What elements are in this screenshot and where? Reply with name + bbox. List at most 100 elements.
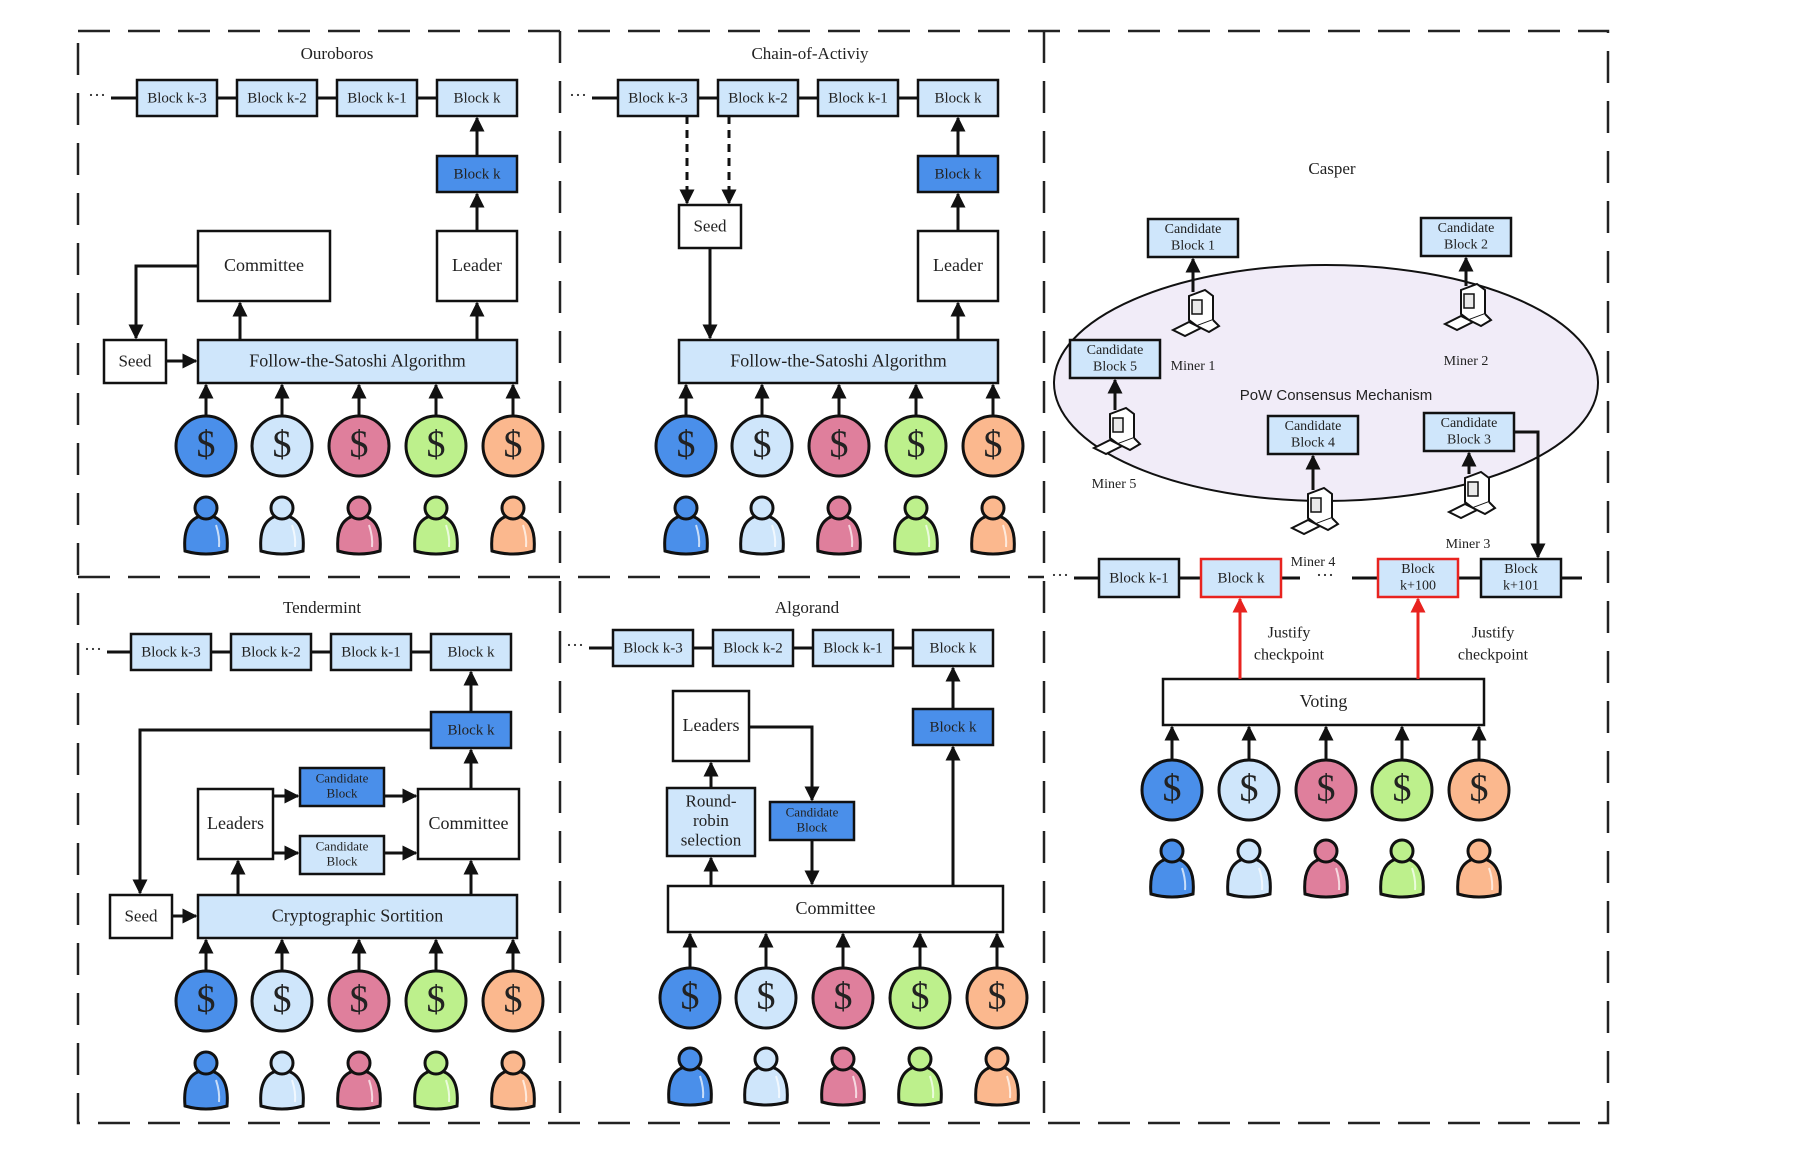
computer-screen <box>1310 497 1322 513</box>
computer-base <box>1472 501 1497 516</box>
chain-block-2: Block k-2 <box>716 78 800 118</box>
chain-block-4-text: Block k <box>453 90 501 106</box>
leader-box-text: Leader <box>933 255 983 275</box>
chain-block-2-text: Block k-2 <box>728 90 788 106</box>
stakeholder-person-icon-1 <box>183 1050 229 1111</box>
dollar-sign: $ <box>830 424 849 466</box>
coin-circle <box>1447 758 1511 822</box>
person-body <box>1379 856 1425 899</box>
seed-box-text: Seed <box>118 351 152 370</box>
seed-box-text: Seed <box>124 906 158 925</box>
stakeholder-person-icon-1 <box>663 495 709 556</box>
stakeholder-person-icon-2 <box>259 495 305 556</box>
person-head <box>749 495 775 521</box>
new-block-k-rect <box>435 154 519 194</box>
coin-circle <box>888 966 952 1030</box>
stakeholder-person-icon-2 <box>1226 838 1272 899</box>
stakeholder-person-icon-4 <box>413 495 459 556</box>
stake-coin-icon-4: $ <box>888 966 952 1030</box>
stakeholder-person-icon-2 <box>259 1050 305 1111</box>
dollar-sign: $ <box>1393 768 1412 810</box>
stakeholder-person-icon-4 <box>413 1050 459 1111</box>
person-body <box>820 1064 866 1107</box>
chain-block-4-text: Block k <box>447 644 495 660</box>
committee-box-rect <box>416 787 521 861</box>
dollar-sign: $ <box>350 424 369 466</box>
algorithm-box-text: Follow-the-Satoshi Algorithm <box>249 351 466 371</box>
candidate-block-1-text: Candidate <box>1165 222 1222 237</box>
chain-block-4-text: Block k <box>929 640 977 656</box>
chain-block-1: Block k-3 <box>129 632 213 672</box>
chain-block-2: Block k-2 <box>229 632 313 672</box>
chain-block-1-text: Block k-3 <box>623 640 683 656</box>
dollar-sign: $ <box>984 424 1003 466</box>
stakeholder-person-icon-5 <box>970 495 1016 556</box>
candidate-block-2-text: Block 2 <box>1444 237 1488 252</box>
stake-coin-icon-5: $ <box>481 414 545 478</box>
person-head <box>984 1046 1010 1072</box>
person-highlight <box>1181 867 1187 891</box>
leaders-box: Leaders <box>196 787 275 861</box>
committee-box: Committee <box>416 787 521 861</box>
chain-block-1-text: Block k-3 <box>147 90 207 106</box>
chain-block-4-rect <box>916 78 1000 118</box>
stakeholder-person-icon-5 <box>490 495 536 556</box>
new-block-k-text: Block k <box>453 166 501 182</box>
person-highlight <box>291 524 297 548</box>
dollar-sign: $ <box>681 976 700 1018</box>
chain-block-4: Block k <box>916 78 1000 118</box>
chain-block-2-text: Block k-2 <box>247 90 307 106</box>
dollar-sign: $ <box>907 424 926 466</box>
new-block-k-rect <box>916 154 1000 194</box>
computer-base <box>1315 517 1340 532</box>
chain-block-2-text: Block k-2 <box>723 640 783 656</box>
seed-box: Seed <box>108 893 174 940</box>
algorithm-box: Cryptographic Sortition <box>196 893 519 940</box>
stakeholder-person-icon-5 <box>974 1046 1020 1107</box>
leaders-box-text: Leaders <box>207 813 264 833</box>
chain-block-1-text: Block k-3 <box>141 644 201 660</box>
seed-box: Seed <box>102 338 168 385</box>
seed-box-text: Seed <box>693 216 727 235</box>
chain-block-2-rect <box>229 632 313 672</box>
round-robin-box-text: selection <box>681 830 742 849</box>
leaders-box: Leaders <box>671 689 751 763</box>
coin-circle <box>1294 758 1358 822</box>
candidate-block-rect <box>768 800 856 842</box>
algorithm-box-rect <box>196 338 519 385</box>
voting-box-rect <box>1161 677 1486 727</box>
chain-block-3-rect <box>335 78 419 118</box>
coin-circle <box>811 966 875 1030</box>
stake-coin-icon-3: $ <box>811 966 875 1030</box>
coin-circle <box>174 414 238 478</box>
miner-label-2: Miner 2 <box>1444 354 1489 369</box>
candidate-block-5-rect <box>1068 338 1162 380</box>
computer-screen <box>1191 299 1203 315</box>
person-highlight <box>695 524 701 548</box>
person-highlight <box>929 1075 935 1099</box>
person-head <box>269 495 295 521</box>
chain-block-4-text: Block k <box>934 90 982 106</box>
dollar-sign: $ <box>988 976 1007 1018</box>
chain-block-2-rect <box>716 78 800 118</box>
person-head <box>269 1050 295 1076</box>
person-head <box>677 1046 703 1072</box>
stakeholder-person-icon-4 <box>1379 838 1425 899</box>
dollar-sign: $ <box>197 979 216 1021</box>
chain-block-3: Block k-1 <box>811 628 895 668</box>
miner-computer-icon-3 <box>1446 470 1497 520</box>
stakeholder-person-icon-3 <box>336 495 382 556</box>
chain-block-2-rect <box>235 78 319 118</box>
person-highlight <box>215 1079 221 1103</box>
checkpoint-block-k-text: Block k <box>1217 570 1265 586</box>
chain-block-4: Block k <box>429 632 513 672</box>
dollar-sign: $ <box>427 424 446 466</box>
stake-coin-icon-2: $ <box>730 414 794 478</box>
chain-block-3: Block k-1 <box>329 632 413 672</box>
dollar-sign: $ <box>504 424 523 466</box>
seed-box: Seed <box>677 203 743 250</box>
